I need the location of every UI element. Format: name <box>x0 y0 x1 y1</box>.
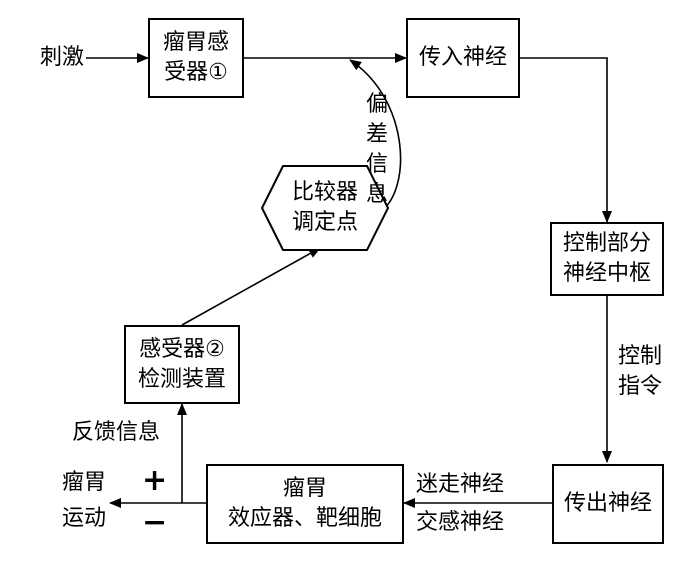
control-command-line2: 指令 <box>618 374 663 399</box>
rumen-motion-line2: 运动 <box>62 506 107 531</box>
receptor1-line1: 瘤胃感 <box>162 30 229 55</box>
effector-line1: 瘤胃 <box>282 476 327 501</box>
afferent-nerve-box: 传入神经 <box>406 18 520 98</box>
stimulus-label: 刺激 <box>40 45 85 70</box>
nerve-center-box: 控制部分 神经中枢 <box>550 222 664 296</box>
comparator-line2: 调定点 <box>291 210 358 235</box>
receptor1-box: 瘤胃感 受器① <box>148 18 244 98</box>
effector-line2: 效应器、靶细胞 <box>227 506 382 531</box>
rumen-motion-label: 瘤胃 运动 <box>62 468 106 534</box>
rumen-motion-line1: 瘤胃 <box>62 470 107 495</box>
sympathetic-nerve-label: 交感神经 <box>416 510 505 535</box>
control-command-label: 控制 指令 <box>618 342 662 402</box>
comparator-hexagon <box>260 165 390 251</box>
comparator-text: 比较器 调定点 <box>262 178 388 238</box>
error-char-4: 息 <box>366 182 389 207</box>
error-char-3: 信 <box>366 152 389 177</box>
afferent-nerve-label: 传入神经 <box>418 45 507 70</box>
arrow-error-arc <box>349 59 402 213</box>
efferent-nerve-box: 传出神经 <box>552 464 664 544</box>
receptor1-line2: 受器① <box>164 60 228 85</box>
minus-sign: − <box>142 505 168 540</box>
vagus-nerve-label: 迷走神经 <box>416 472 505 497</box>
receptor2-line1: 感受器② <box>139 336 225 362</box>
nerve-center-line1: 控制部分 <box>562 231 651 256</box>
arrow-afferent-to-center <box>520 57 612 223</box>
error-info-label: 偏 差 信 息 <box>366 90 388 210</box>
receptor2-line2: 检测装置 <box>137 366 226 392</box>
error-char-2: 差 <box>366 122 389 147</box>
control-command-line1: 控制 <box>618 344 663 369</box>
effector-box: 瘤胃 效应器、靶细胞 <box>206 464 404 544</box>
comparator-line1: 比较器 <box>291 180 358 205</box>
receptor2-box: 感受器② 检测装置 <box>124 325 240 404</box>
feedback-info-label: 反馈信息 <box>72 420 161 445</box>
error-char-1: 偏 <box>366 92 389 117</box>
nerve-center-line2: 神经中枢 <box>562 261 651 286</box>
arrow-receptor2-to-comparator <box>181 247 321 326</box>
efferent-nerve-label: 传出神经 <box>563 491 652 516</box>
plus-sign: + <box>142 463 168 498</box>
